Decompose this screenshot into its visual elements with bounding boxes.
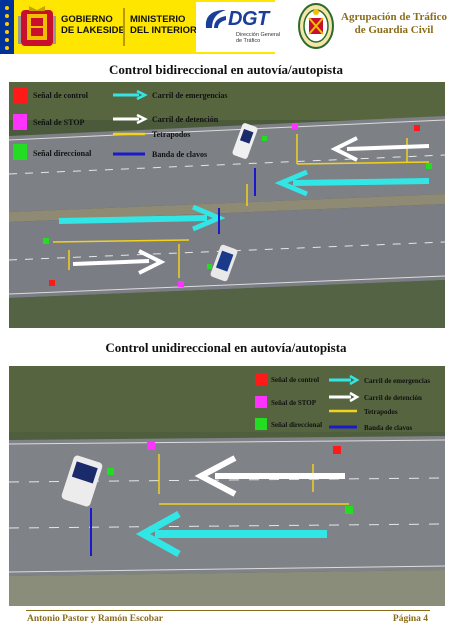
arrow-detencion-top <box>330 136 430 162</box>
aerial-scene-unidireccional: Señal de control Señal de STOP Señal dir… <box>9 366 445 606</box>
ministry-line-1: MINISTERIO <box>130 14 186 25</box>
legend-stop-label: Señal de STOP <box>33 118 85 127</box>
dgt-sub-1: Dirección General <box>236 32 281 38</box>
guardia-civil-seal-icon <box>298 3 334 49</box>
direccional-sign-car-bottom <box>207 264 212 269</box>
arrow-emergencias-top <box>274 169 430 197</box>
arrow-detencion-bottom <box>72 249 166 275</box>
legend2-clavos-label: Banda de clavos <box>364 424 413 432</box>
legend2-stop-swatch <box>255 396 267 408</box>
arrow-emergencias <box>135 510 327 558</box>
stop-sign-top <box>292 123 298 129</box>
control-sign-top <box>414 125 420 131</box>
legend2-detencion-label: Carril de detención <box>364 394 422 402</box>
footer-authors: Antonio Pastor y Ramón Escobar <box>27 614 163 624</box>
aerial-scene-bidireccional: Señal de control Señal de STOP Señal dir… <box>9 82 445 328</box>
legend-tetrapodos-label: Tetrapodos <box>152 130 190 139</box>
stop-sign <box>147 442 155 450</box>
government-name: GOBIERNO DE LAKESIDE <box>61 14 125 36</box>
agrupacion-line-2: de Guardia Civil <box>354 24 434 36</box>
legend-clavos-label: Banda de clavos <box>152 150 207 159</box>
legend2-direccional-label: Señal direccional <box>271 421 322 429</box>
dgt-emblem-icon <box>205 10 226 28</box>
section-title-unidireccional: Control unidireccional en autovía/autopi… <box>105 340 347 355</box>
arrow-detencion <box>194 455 345 497</box>
agrupacion-name: Agrupación de Tráfico de Guardia Civil <box>338 11 450 37</box>
legend2-direccional-swatch <box>255 418 267 430</box>
legend-stop-swatch <box>13 114 27 130</box>
control-sign-bottom <box>49 280 55 286</box>
direccional-sign-top <box>426 163 432 169</box>
legend2-emergencias-label: Carril de emergencias <box>364 377 430 385</box>
legend-control-label: Señal de control <box>33 91 89 100</box>
legend-emergencias-label: Carril de emergencias <box>152 91 228 100</box>
eu-flag-strip <box>0 0 14 54</box>
diagram-unidireccional: Señal de control Señal de STOP Señal dir… <box>9 366 445 606</box>
ministry-line-2: DEL INTERIOR <box>130 25 197 36</box>
page-header: GOBIERNO DE LAKESIDE MINISTERIO DEL INTE… <box>0 0 452 56</box>
direccional-sign-bottom <box>43 238 49 244</box>
legend2-control-swatch <box>255 373 267 385</box>
patrol-van <box>61 455 103 507</box>
footer-rule <box>26 610 430 611</box>
legend-control-swatch <box>13 88 27 104</box>
legend-direccional-swatch <box>13 144 27 160</box>
direccional-sign-van <box>107 468 114 475</box>
legend2-stop-label: Señal de STOP <box>271 399 317 407</box>
agrupacion-line-1: Agrupación de Tráfico <box>341 11 447 23</box>
header-divider <box>123 8 125 46</box>
legend-detencion-label: Carril de detención <box>152 115 219 124</box>
legend2-tetrapodos-label: Tetrapodos <box>364 408 398 416</box>
patrol-car-top <box>232 123 258 159</box>
dgt-sub-2: de Tráfico <box>236 38 261 44</box>
gov-line-2: DE LAKESIDE <box>61 25 125 36</box>
legend-unidireccional: Señal de control Señal de STOP Señal dir… <box>255 373 430 432</box>
coat-of-arms-icon <box>18 6 56 46</box>
footer-page-number: Página 4 <box>392 614 428 624</box>
dgt-logo: DGT Dirección General de Tráfico <box>196 2 291 52</box>
direccional-sign-car-top <box>262 136 267 141</box>
tetrapodos-top-1 <box>296 161 430 165</box>
legend-direccional-label: Señal direccional <box>33 149 92 158</box>
legend2-control-label: Señal de control <box>271 376 319 384</box>
diagram-bidireccional: Señal de control Señal de STOP Señal dir… <box>9 82 445 328</box>
section-title-bidireccional: Control bidireccional en autovía/autopis… <box>109 62 343 77</box>
tetrapodos-bottom-1 <box>52 239 190 243</box>
dgt-brand-text: DGT <box>228 8 269 30</box>
control-sign <box>333 446 341 454</box>
stop-sign-bottom <box>178 281 184 287</box>
ministry-name: MINISTERIO DEL INTERIOR <box>130 14 197 36</box>
dgt-subtitle: Dirección General de Tráfico <box>236 32 280 44</box>
direccional-sign <box>345 506 353 514</box>
gov-line-1: GOBIERNO <box>61 14 113 25</box>
patrol-car-bottom <box>210 244 238 282</box>
legend-bidireccional: Señal de control Señal de STOP Señal dir… <box>13 88 228 160</box>
